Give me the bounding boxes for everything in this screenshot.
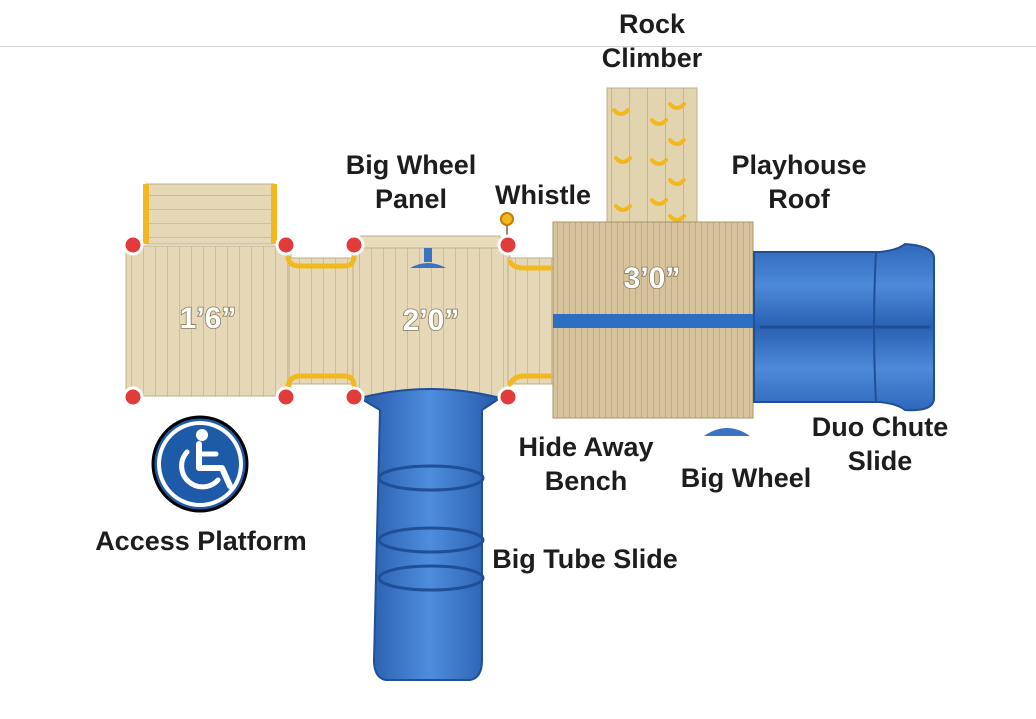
big-wheel-shape [704,428,750,436]
big-wheel-label: Big Wheel [680,463,812,493]
playhouse-roof-shape [552,221,754,419]
deck-posts [122,234,519,408]
big-wheel-panel-label: Big Wheel Panel [336,148,486,216]
handrails [285,253,553,389]
wheelchair-icon [151,415,249,513]
middle-deck [352,245,511,397]
rock-climber-label-line1: Rock [618,9,686,39]
big-tube-slide-shape [357,388,503,681]
duo-chute-slide-label-line2: Slide [847,446,913,476]
roof-deck-height: 3’0” [624,262,681,295]
left-deck-height: 1’6” [180,302,237,335]
hide-away-bench-label-line2: Bench [544,466,628,496]
playhouse-roof-label: Playhouse Roof [722,148,876,216]
deck-connector [288,257,356,385]
access-ramp-steps [143,183,277,245]
roof-connector [507,257,557,385]
hide-away-bench-label-line1: Hide Away [518,432,654,462]
duo-chute-slide-label: Duo Chute Slide [798,410,962,478]
big-wheel-panel-label-line2: Panel [374,184,448,214]
playhouse-roof-label-line2: Roof [768,184,830,214]
big-tube-slide-label: Big Tube Slide [492,544,678,574]
left-deck [125,245,292,397]
rock-climber-wall [606,87,698,225]
hide-away-bench-label: Hide Away Bench [506,430,666,498]
duo-chute-slide-label-line1: Duo Chute [811,412,949,442]
whistle-label: Whistle [494,180,591,210]
big-wheel-panel-label-line1: Big Wheel [345,150,477,180]
top-divider [0,46,1036,47]
whistle-shape [500,212,514,238]
playhouse-roof-label-line1: Playhouse [731,150,867,180]
rock-climber-label: Rock Climber [590,7,714,75]
rock-climber-label-line2: Climber [601,43,703,73]
duo-chute-slide-shape [753,242,935,412]
middle-deck-height: 2’0” [403,304,460,337]
access-platform-label: Access Platform [95,526,307,556]
